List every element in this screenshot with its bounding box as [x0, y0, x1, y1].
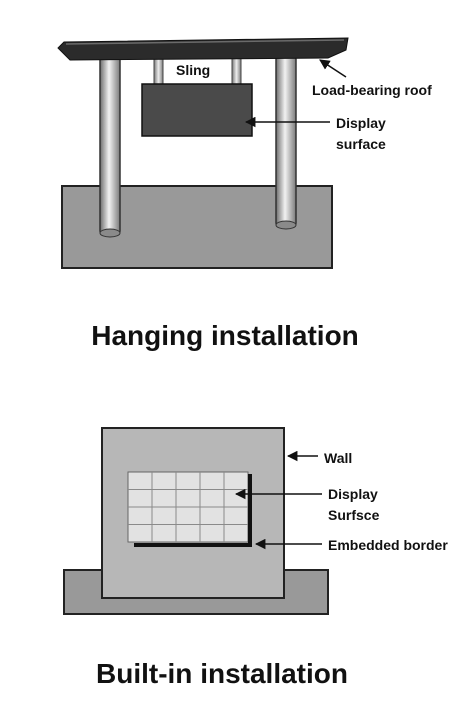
right-pillar-foot: [275, 220, 297, 230]
builtin-installation-figure: Wall Display Surfsce Embedded border: [63, 427, 448, 615]
builtin-display-label-line1: Display: [328, 486, 378, 502]
roof-leader-line: [319, 59, 347, 78]
roof-label: Load-bearing roof: [312, 82, 432, 98]
right-pillar: [275, 55, 297, 227]
border-label: Embedded border: [328, 537, 448, 553]
hanging-installation-title: Hanging installation: [91, 320, 359, 351]
embedded-border: [134, 474, 252, 547]
builtin-display-label-line2: Surfsce: [328, 507, 380, 523]
sling-label: Sling: [176, 62, 210, 78]
left-pillar: [99, 55, 121, 235]
display-grid: [127, 471, 249, 543]
hanging-display-panel: [141, 83, 253, 137]
hanging-display-label-line2: surface: [336, 136, 386, 152]
hanging-display-label-line1: Display: [336, 115, 386, 131]
left-sling: [153, 55, 164, 87]
wall-label: Wall: [324, 450, 352, 466]
right-sling: [231, 55, 242, 87]
left-pillar-foot: [99, 228, 121, 238]
builtin-installation-title: Built-in installation: [96, 658, 348, 689]
roof-highlight: [65, 39, 345, 45]
hanging-installation-figure: Sling Load-bearing roof Display surface: [57, 37, 432, 269]
